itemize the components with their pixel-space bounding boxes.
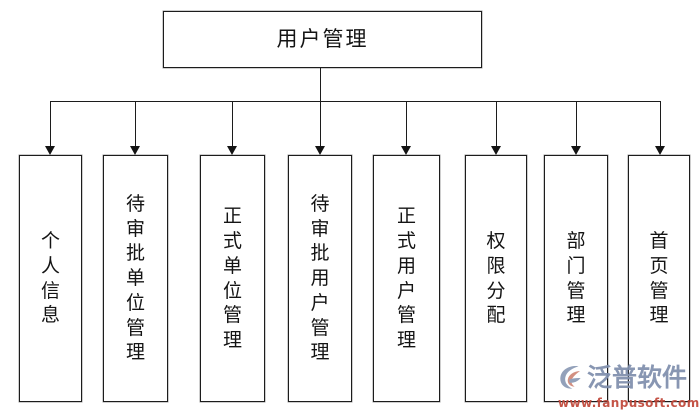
arrowhead-icon-5 xyxy=(401,146,411,155)
node-homepage-management[interactable]: 首页管理 xyxy=(628,155,690,402)
node-root-label: 用户管理 xyxy=(276,27,369,51)
connector-branch-5 xyxy=(406,101,408,148)
connector-branch-4 xyxy=(320,101,322,148)
arrowhead-icon-4 xyxy=(315,146,325,155)
node-label-3: 正式单位管理 xyxy=(223,205,243,351)
arrowhead-icon-7 xyxy=(571,146,581,155)
node-permission-assignment[interactable]: 权限分配 xyxy=(465,155,527,402)
connector-branch-6 xyxy=(496,101,498,148)
node-formal-user-management[interactable]: 正式用户管理 xyxy=(373,155,440,402)
connector-horizontal-bus xyxy=(50,101,661,103)
arrowhead-icon-6 xyxy=(491,146,501,155)
connector-root-stem xyxy=(320,67,322,102)
node-label-8: 首页管理 xyxy=(649,230,669,327)
node-label-7: 部门管理 xyxy=(566,230,586,327)
arrowhead-icon-1 xyxy=(45,146,55,155)
node-pending-approval-unit-management[interactable]: 待审批单位管理 xyxy=(103,155,168,402)
node-pending-approval-user-management[interactable]: 待审批用户管理 xyxy=(288,155,352,402)
connector-branch-1 xyxy=(50,101,52,148)
connector-branch-3 xyxy=(232,101,234,148)
arrowhead-icon-8 xyxy=(655,146,665,155)
node-personal-information[interactable]: 个人信息 xyxy=(19,155,82,402)
connector-branch-8 xyxy=(660,101,662,148)
node-formal-unit-management[interactable]: 正式单位管理 xyxy=(200,155,265,402)
node-label-5: 正式用户管理 xyxy=(397,205,417,351)
connector-branch-2 xyxy=(135,101,137,148)
node-department-management[interactable]: 部门管理 xyxy=(544,155,608,402)
node-root-user-management[interactable]: 用户管理 xyxy=(163,11,482,68)
connector-branch-7 xyxy=(576,101,578,148)
node-label-2: 待审批单位管理 xyxy=(126,193,146,364)
node-label-6: 权限分配 xyxy=(486,230,506,327)
node-label-4: 待审批用户管理 xyxy=(310,193,330,364)
arrowhead-icon-2 xyxy=(130,146,140,155)
node-label-1: 个人信息 xyxy=(41,230,61,327)
arrowhead-icon-3 xyxy=(227,146,237,155)
